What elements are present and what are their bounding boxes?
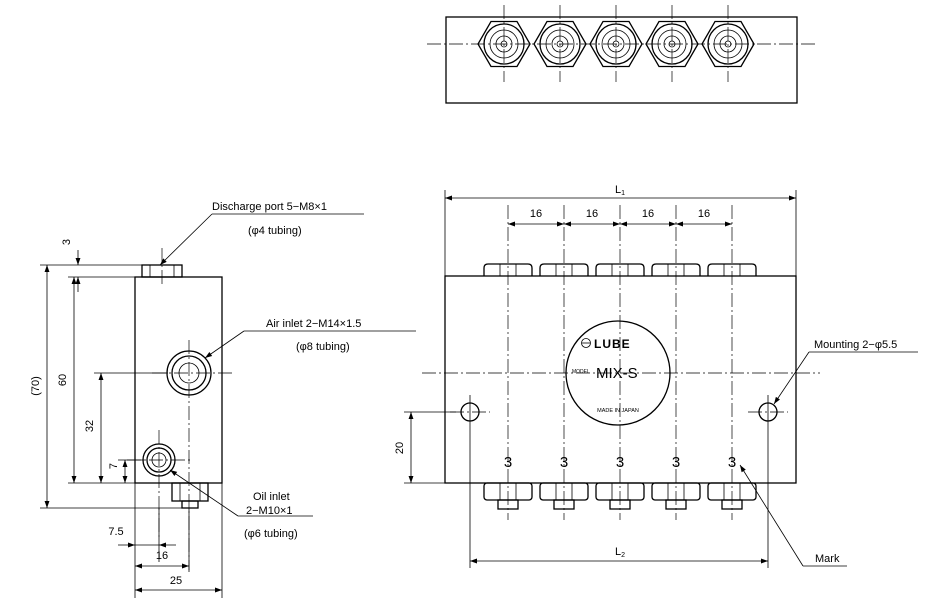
nameplate-brand: LUBE: [594, 337, 631, 351]
label-oil-inlet-spec: 2−M10×1: [246, 505, 292, 517]
port-mark-2: 3: [560, 454, 568, 471]
label-air-tubing: (φ8 tubing): [296, 341, 350, 353]
port-mark-4: 3: [672, 454, 680, 471]
nameplate-model: MIX-S: [596, 365, 638, 382]
dim-l1: L1: [615, 184, 625, 197]
dim-body-height: 60: [57, 374, 69, 386]
side-view-dimensions: 3 (70) 60 32 7 7.5 16 25: [30, 239, 223, 598]
side-view: [127, 248, 232, 570]
port-mark-5: 3: [728, 454, 736, 471]
nameplate-origin: MADE IN JAPAN: [597, 408, 639, 414]
label-discharge-tubing: (φ4 tubing): [248, 225, 302, 237]
top-view-centerlines: [503, 5, 729, 82]
dim-oil-inlet-height: 7: [108, 463, 120, 469]
dim-l2: L2: [615, 546, 625, 559]
lube-logo-icon: [581, 338, 591, 348]
port-mark-3: 3: [616, 454, 624, 471]
label-mark: Mark: [815, 553, 840, 565]
dim-mount-height: 20: [394, 442, 406, 454]
front-view-dimensions: L1 16 16 16 16 L2 20: [394, 184, 797, 564]
front-top-fittings: [483, 263, 757, 276]
port-marks: 3 3 3 3 3: [504, 454, 736, 471]
side-view-callouts: Discharge port 5−M8×1 (φ4 tubing) Air in…: [159, 201, 416, 540]
label-discharge-port: Discharge port 5−M8×1: [212, 201, 327, 213]
dim-offset-7-5: 7.5: [108, 526, 123, 538]
dim-pitch-1: 16: [530, 208, 542, 220]
label-oil-inlet-title: Oil inlet: [253, 491, 290, 503]
label-air-inlet: Air inlet 2−M14×1.5: [266, 318, 361, 330]
nameplate-model-prefix: MODEL: [572, 369, 590, 375]
dim-width-25: 25: [170, 575, 182, 587]
top-view: [427, 5, 815, 104]
label-oil-tubing: (φ6 tubing): [244, 528, 298, 540]
dim-pitch-2: 16: [586, 208, 598, 220]
dim-air-inlet-height: 32: [84, 420, 96, 432]
port-mark-1: 3: [504, 454, 512, 471]
dim-width-16: 16: [156, 550, 168, 562]
label-mounting: Mounting 2−φ5.5: [814, 339, 897, 351]
front-view: LUBE MODEL MIX-S MADE IN JAPAN 3 3 3 3 3: [422, 205, 820, 568]
front-view-callouts: Mounting 2−φ5.5 Mark: [739, 339, 918, 567]
nameplate: LUBE MODEL MIX-S MADE IN JAPAN: [565, 320, 671, 426]
dim-overall-height: (70): [30, 376, 42, 396]
dim-pitch-3: 16: [642, 208, 654, 220]
dim-pitch-4: 16: [698, 208, 710, 220]
front-port-centerlines: [507, 205, 733, 520]
dim-top-offset: 3: [61, 239, 73, 245]
